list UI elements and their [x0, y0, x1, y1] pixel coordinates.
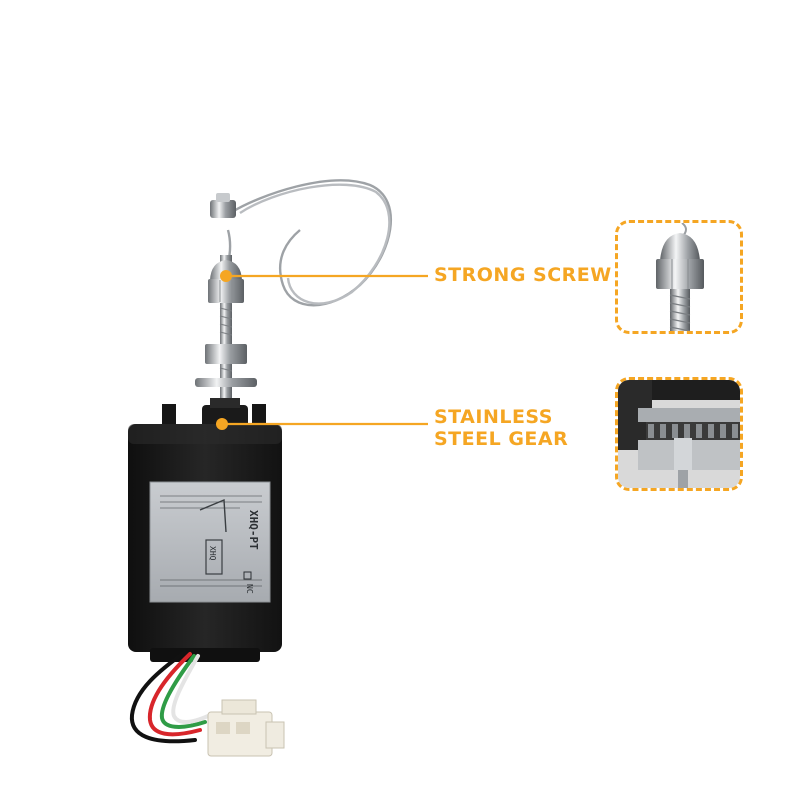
- lock-nut: [205, 344, 247, 364]
- label-switch-text: NC: [245, 584, 254, 594]
- wire-connector: [207, 699, 285, 757]
- washer: [195, 378, 257, 387]
- callout-stainless-steel-gear: STAINLESS STEEL GEAR: [434, 406, 568, 450]
- callout-lines: [222, 274, 428, 426]
- steel-cable: [224, 179, 393, 307]
- callout-strong-screw-text: STRONG SCREW: [434, 264, 612, 286]
- callout-strong-screw: STRONG SCREW: [434, 264, 612, 286]
- cable-clamp: [210, 193, 236, 218]
- callout-gear-line2: STEEL GEAR: [434, 428, 569, 450]
- screw-marker: [220, 270, 232, 282]
- gear-closeup-inset: [615, 377, 743, 491]
- callout-gear-line1: STAINLESS: [434, 406, 553, 428]
- screw-closeup-photo: [656, 223, 704, 331]
- gear-marker: [216, 418, 228, 430]
- wire-harness: [129, 650, 210, 744]
- screw-closeup-inset: [615, 220, 743, 334]
- label-brand-text: XHQ-PT: [247, 510, 260, 550]
- label-model-text: XHQ: [208, 546, 217, 561]
- gear-closeup-photo: [618, 380, 740, 488]
